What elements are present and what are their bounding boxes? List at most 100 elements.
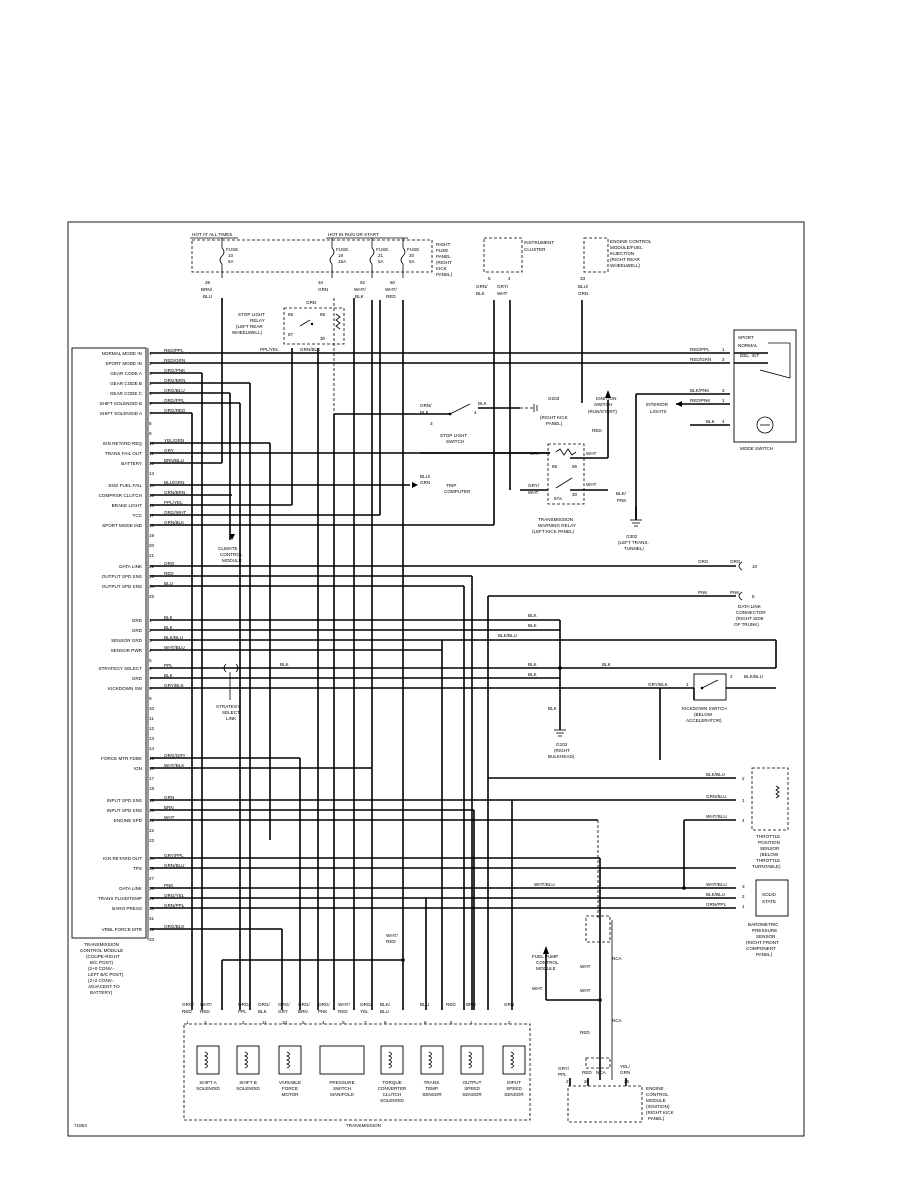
transmission-component-label: CLUTCH: [383, 1092, 402, 1097]
tcm-pin-wire: BRN: [164, 805, 174, 810]
g103-ground: BLK BLK BLK/BLU BLK BLK BLK BLK G103 (RI…: [498, 613, 612, 759]
tcm-pin-wire: GRN/BLU: [164, 863, 184, 868]
transmission-wire-labels: ORG/RED1WHT/RED3ORG/PPL2ORG/BLK11ORG/GRY…: [182, 1002, 514, 1025]
transmission-component-body: [420, 1045, 444, 1075]
tcm-pin-number: 31: [149, 916, 155, 921]
tcm-pin-name: GEAR CODE A: [110, 371, 143, 376]
svg-text:NCA: NCA: [612, 1018, 623, 1023]
tcm-pin-wire: ORG/BLK: [164, 924, 185, 929]
svg-text:WHT/: WHT/: [385, 287, 397, 292]
svg-text:KICKDOWN SWITCH: KICKDOWN SWITCH: [682, 706, 727, 711]
svg-text:BLK/: BLK/: [616, 491, 627, 496]
tcm-pin-wire: GRN/PPL: [164, 903, 185, 908]
g203-ground: G203 (RIGHT KICK PANEL): [520, 396, 569, 426]
fuel-pump-control-module: FUEL PUMP CONTROL MODULE WHT: [532, 946, 602, 1002]
svg-text:G302: G302: [626, 534, 638, 539]
svg-text:BAROMETRIC: BAROMETRIC: [748, 922, 779, 927]
svg-text:BLK: BLK: [528, 672, 538, 677]
svg-text:NORMAL: NORMAL: [738, 343, 758, 348]
tcm-pin-wire: YEL/GRN: [164, 438, 184, 443]
tcm-pin-wire: ORG/RED: [164, 408, 186, 413]
tcm-pin-wire: BLK: [164, 673, 174, 678]
tcm-pin-wire: BLU: [164, 581, 173, 586]
svg-text:21: 21: [566, 1079, 572, 1084]
svg-text:MODULE/FUEL: MODULE/FUEL: [610, 245, 643, 250]
tcm-pin-name: SPORT MODE IN: [105, 361, 142, 366]
tcm-pin-wire: GRN/BLK: [164, 520, 185, 525]
svg-text:WHT: WHT: [532, 986, 543, 991]
transmission-pin-number: 10: [282, 1020, 288, 1025]
transmission-component-label: CONVERTER: [378, 1086, 407, 1091]
tcm-pin-name: SHIFT SOLENOID B: [99, 401, 142, 406]
wht-red-label: WHT/ RED: [221, 933, 405, 1010]
tcm-pin-name: TPS: [133, 866, 142, 871]
tcm-pin-number: 13: [149, 471, 155, 476]
tcm-pin-name: DATA LINK: [119, 564, 143, 569]
svg-text:WHT: WHT: [580, 988, 591, 993]
transmission-pin-number: 2: [508, 1020, 511, 1025]
svg-text:G203: G203: [548, 396, 560, 401]
hot-in-run-label: HOT IN RUN OR START: [328, 232, 379, 237]
tcm-pin-name: SENSOR GRD: [111, 638, 143, 643]
svg-text:1: 1: [742, 798, 745, 803]
transmission-component-label: MANIFOLD: [330, 1092, 354, 1097]
tcm-pin-name: SPORT MODE IND: [102, 523, 143, 528]
svg-text:(LEFT REAR: (LEFT REAR: [236, 324, 263, 329]
svg-text:IGNITION: IGNITION: [596, 396, 616, 401]
tcm-pin-number: 14: [149, 746, 155, 751]
transmission-wire-color: ORG/: [360, 1002, 372, 1007]
tcm-pin-number: 20: [149, 543, 155, 548]
coil-icon: [285, 1051, 290, 1069]
svg-text:1: 1: [722, 398, 725, 403]
tcm-pin-wire: WHT/BLU: [164, 645, 185, 650]
svg-text:DATA LINK: DATA LINK: [738, 604, 762, 609]
tcm-pin-number: 17: [149, 776, 155, 781]
svg-text:GRY/: GRY/: [558, 1066, 570, 1071]
svg-text:THROTTLE: THROTTLE: [756, 834, 780, 839]
svg-text:BLU/: BLU/: [578, 284, 589, 289]
svg-text:(RIGHT: (RIGHT: [554, 748, 570, 753]
tcm-pin-name: COMPRSR CLUTCH: [99, 493, 142, 498]
tcm-pin-number: 19: [149, 533, 155, 538]
svg-text:(RIGHT KICK: (RIGHT KICK: [646, 1110, 675, 1115]
tcm-pin-name: SHIFT SOLENOID A: [100, 411, 143, 416]
svg-text:BLK: BLK: [280, 662, 290, 667]
transmission-pin-number: 9: [342, 1020, 345, 1025]
svg-text:BLK/BLU: BLK/BLU: [706, 892, 725, 897]
svg-text:SWITCH: SWITCH: [594, 402, 612, 407]
svg-text:CONTROL: CONTROL: [536, 960, 559, 965]
transmission-wire-color: BLU: [380, 1009, 389, 1014]
svg-text:RELAY: RELAY: [250, 318, 265, 323]
svg-text:5A: 5A: [378, 259, 385, 264]
transmission-pin-number: 3: [204, 1020, 207, 1025]
svg-text:INSTRUMENT: INSTRUMENT: [524, 240, 554, 245]
ecm-ignition: GRY/ PPL RED NCA YEL/ GRN 21 26 25 ENGIN…: [558, 1064, 675, 1123]
svg-text:POSITION: POSITION: [758, 840, 780, 845]
tcm-pin-name: FORCE MTR FDBK: [101, 756, 143, 761]
svg-text:GRN: GRN: [578, 291, 588, 296]
svg-text:INTERIOR: INTERIOR: [646, 402, 669, 407]
svg-text:26: 26: [205, 280, 211, 285]
transmission-component-label: SENSOR: [422, 1092, 442, 1097]
svg-text:5A: 5A: [409, 259, 416, 264]
svg-text:SOLID: SOLID: [762, 892, 776, 897]
svg-text:60: 60: [390, 280, 396, 285]
transmission-component-label: INPUT: [507, 1080, 521, 1085]
throttle-position-sensor: BLK/BLU GRN/BLU WHT/BLU 2 1 4 THROTTLE P…: [706, 767, 789, 869]
tcm-pin-number: 22: [149, 828, 155, 833]
transmission-component-label: TRANS.: [424, 1080, 441, 1085]
barometric-pressure-sensor: SOLID STATE WHT/BLU BLK/BLU GRN/PPL 3 2 …: [706, 879, 789, 957]
svg-text:BLK: BLK: [548, 706, 558, 711]
svg-text:21: 21: [378, 253, 384, 258]
transmission-pin-number: 5: [450, 1020, 453, 1025]
tcm-pin-wire: RED/PPL: [164, 348, 184, 353]
svg-text:BLU: BLU: [203, 294, 212, 299]
transmission-component-body: [319, 1045, 365, 1075]
tcm-pin-name: OUTPUT SPD SNS: [102, 574, 142, 579]
svg-text:LIGHTS: LIGHTS: [650, 409, 667, 414]
svg-text:OF TRUNK): OF TRUNK): [734, 622, 759, 627]
tcm-pin-number: 12: [149, 726, 155, 731]
svg-text:GRN/: GRN/: [476, 284, 488, 289]
